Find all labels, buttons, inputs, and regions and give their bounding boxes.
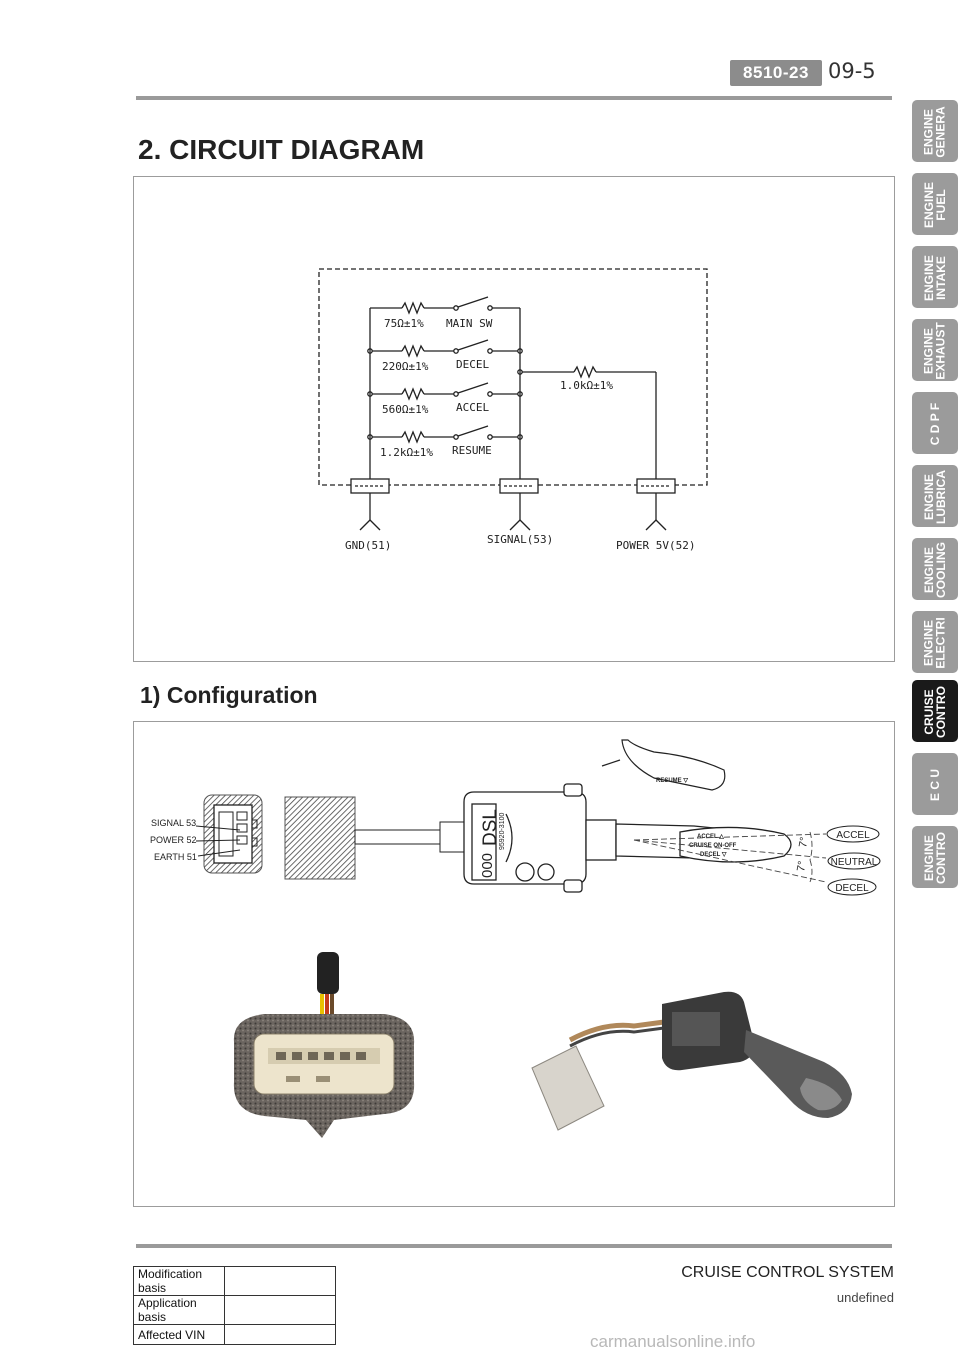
position-label-decel: DECEL <box>835 883 869 894</box>
resume-lever-inset <box>601 739 726 791</box>
angle-lower: 7° <box>795 860 809 872</box>
configuration-panel: SIGNAL 53 POWER 52 EARTH 51 DSL 000 9592… <box>133 721 895 1207</box>
side-tab-cdpf[interactable]: C D P F <box>912 392 958 454</box>
table-row: Application basis <box>133 1295 336 1325</box>
terminal-signal: SIGNAL(53) <box>487 533 553 546</box>
table-cell-value <box>224 1324 336 1345</box>
terminal-gnd: GND(51) <box>345 539 391 552</box>
resistor-row-1 <box>370 296 520 315</box>
connector-photo <box>233 952 415 1138</box>
terminal-power: POWER 5V(52) <box>616 539 695 552</box>
lever-mark-decel: DECEL ▽ <box>700 852 727 858</box>
position-ellipse-neutral <box>827 852 881 870</box>
side-tab-cruise-control[interactable]: CRUISE CONTRO <box>912 680 958 742</box>
switch-label-2: DECEL <box>456 358 489 371</box>
switch-label-3: ACCEL <box>456 401 489 414</box>
side-tab-engine-intake[interactable]: ENGINE INTAKE <box>912 246 958 308</box>
side-tab-engine-control[interactable]: ENGINE CONTRO <box>912 826 958 888</box>
position-label-neutral: NEUTRAL <box>831 857 878 868</box>
angle-upper: 7° <box>797 836 811 848</box>
position-ellipse-decel <box>827 878 877 896</box>
table-cell-value <box>224 1266 336 1296</box>
footer-rule <box>136 1244 892 1248</box>
side-tab-engine-electrical[interactable]: ENGINE ELECTRI <box>912 611 958 673</box>
connector-block <box>284 796 356 880</box>
lever-mark-accel: ACCEL △ <box>697 833 724 840</box>
body-text-code: 000 <box>479 853 496 878</box>
resistor-value-4: 1.2kΩ±1% <box>380 446 433 459</box>
watermark[interactable]: carmanualsonline.info <box>590 1332 756 1351</box>
header-rule <box>136 96 892 100</box>
cable <box>354 829 446 845</box>
page-title: 2. CIRCUIT DIAGRAM <box>138 134 425 165</box>
pin-label-earth: EARTH 51 <box>154 852 197 862</box>
page-number: 09-5 <box>828 59 876 83</box>
circuit-diagram-panel: 75Ω±1% MAIN SW 220Ω±1% DECEL 560Ω±1% ACC… <box>133 176 895 662</box>
side-tab-ecu[interactable]: E C U <box>912 753 958 815</box>
pin-label-power: POWER 52 <box>150 835 197 845</box>
resistor-value-3: 560Ω±1% <box>382 403 429 416</box>
switch-housing-outline <box>318 268 708 486</box>
section-subtitle: 1) Configuration <box>140 682 318 708</box>
connector-face-drawing <box>203 794 263 874</box>
configuration-drawing: SIGNAL 53 POWER 52 EARTH 51 DSL 000 9592… <box>150 739 881 1138</box>
pullup-value: 1.0kΩ±1% <box>560 379 613 392</box>
table-cell-label: Modification basis <box>133 1266 225 1296</box>
side-tab-engine-cooling[interactable]: ENGINE COOLING <box>912 538 958 600</box>
switch-label-4: RESUME <box>452 444 492 457</box>
table-cell-value <box>224 1295 336 1325</box>
connector-gnd <box>350 478 390 531</box>
resistor-row-2 <box>367 339 523 358</box>
side-tab-engine-exhaust[interactable]: ENGINE EXHAUST <box>912 319 958 381</box>
part-number: 95920-3100 <box>499 813 506 850</box>
lever-mark-cruise: CRUISE ON-OFF <box>689 843 737 849</box>
revision-info-table: Modification basis Application basis Aff… <box>133 1266 336 1345</box>
table-row: Modification basis <box>133 1266 336 1296</box>
connector-power <box>636 478 676 531</box>
footer-subtitle: undefined <box>836 1290 894 1305</box>
side-tab-engine-general[interactable]: ENGINE GENERA <box>912 100 958 162</box>
section-code-badge: 8510-23 <box>730 60 822 86</box>
position-ellipse-accel <box>826 825 880 843</box>
resistor-row-3 <box>367 382 523 401</box>
side-tab-engine-fuel[interactable]: ENGINE FUEL <box>912 173 958 235</box>
connector-signal <box>499 478 539 531</box>
table-cell-label: Affected VIN <box>133 1324 225 1345</box>
table-row: Affected VIN <box>133 1324 336 1345</box>
pullup-resistor <box>517 365 657 479</box>
table-cell-label: Application basis <box>133 1295 225 1325</box>
resistor-value-1: 75Ω±1% <box>384 317 424 330</box>
body-text-dsl: DSL <box>480 809 501 846</box>
side-tab-engine-lubrication[interactable]: ENGINE LUBRICA <box>912 465 958 527</box>
switch-assembly-photo <box>531 991 852 1131</box>
lever-mark-resume: RESUME ▽ <box>656 778 688 784</box>
switch-body <box>463 783 617 893</box>
resistor-row-4 <box>367 425 523 444</box>
resistor-value-2: 220Ω±1% <box>382 360 429 373</box>
position-label-accel: ACCEL <box>836 830 870 841</box>
circuit-diagram: 75Ω±1% MAIN SW 220Ω±1% DECEL 560Ω±1% ACC… <box>318 268 708 552</box>
pin-label-signal: SIGNAL 53 <box>151 818 196 828</box>
footer-section-title: CRUISE CONTROL SYSTEM <box>681 1264 894 1281</box>
switch-label-1: MAIN SW <box>446 317 493 330</box>
